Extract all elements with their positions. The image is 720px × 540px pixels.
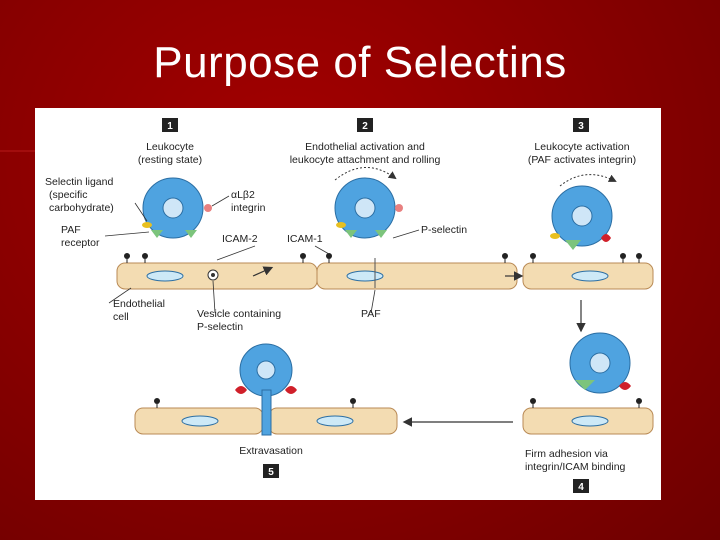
label-leukocyte-activation: Leukocyte activation xyxy=(534,141,629,153)
flow-arrows xyxy=(252,266,586,427)
pointer-lines xyxy=(104,195,420,314)
label-icam-1: ICAM-1 xyxy=(287,233,323,245)
label-p-selectin: P-selectin xyxy=(421,224,467,236)
label-resting-state: (resting state) xyxy=(138,154,202,166)
label-paf-bottom: PAF xyxy=(361,308,381,320)
step-number: 3 xyxy=(578,121,584,132)
leukocyte-extravasating xyxy=(235,343,297,436)
step-badge-2: 2 xyxy=(357,118,373,132)
surface-molecules xyxy=(124,253,642,408)
label-attachment-rolling: leukocyte attachment and rolling xyxy=(290,154,441,166)
label-specific: (specific xyxy=(49,189,88,201)
endothelial-layer-2 xyxy=(316,258,518,290)
label-carbohydrate: carbohydrate) xyxy=(49,202,114,214)
label-vesicle-containing: Vesicle containing xyxy=(197,308,281,320)
leukocyte-rolling xyxy=(334,167,403,239)
label-icam-2: ICAM-2 xyxy=(222,233,258,245)
endothelial-layer-5 xyxy=(134,407,398,435)
label-integrin-alpha-beta: αLβ2 xyxy=(231,189,255,201)
label-endothelial-activation: Endothelial activation and xyxy=(305,141,425,153)
leukocyte-firm-adhesion xyxy=(569,332,631,394)
label-leukocyte: Leukocyte xyxy=(146,141,194,153)
label-integrin: integrin xyxy=(231,202,266,214)
leukocyte-resting xyxy=(142,177,212,239)
label-extravasation: Extravasation xyxy=(239,445,303,457)
label-cell: cell xyxy=(113,311,129,323)
decorative-line xyxy=(0,150,40,152)
endothelial-layer-3 xyxy=(522,262,654,290)
step-badge-1: 1 xyxy=(162,118,178,132)
step-badge-3: 3 xyxy=(573,118,589,132)
figure-panel: 1 2 3 4 5 Leukocyte (resting state) Endo… xyxy=(35,108,661,500)
label-endothelial: Endothelial xyxy=(113,298,165,310)
step-badge-4: 4 xyxy=(573,479,589,493)
label-vesicle-p-selectin: P-selectin xyxy=(197,321,243,333)
step-number: 1 xyxy=(167,121,173,132)
selectin-diagram: 1 2 3 4 5 Leukocyte (resting state) Endo… xyxy=(45,118,654,493)
label-firm-adhesion: Firm adhesion via xyxy=(525,448,608,460)
label-integrin-icam-binding: integrin/ICAM binding xyxy=(525,461,626,473)
label-paf: PAF xyxy=(61,224,81,236)
leukocyte-activated xyxy=(550,174,617,250)
step-number: 5 xyxy=(268,467,274,478)
label-paf-activates-integrin: (PAF activates integrin) xyxy=(528,154,636,166)
step-number: 2 xyxy=(362,121,368,132)
label-receptor: receptor xyxy=(61,237,100,249)
step-number: 4 xyxy=(578,482,584,493)
label-selectin-ligand: Selectin ligand xyxy=(45,176,113,188)
slide-title: Purpose of Selectins xyxy=(153,38,567,87)
step-badge-5: 5 xyxy=(263,464,279,478)
endothelial-layer-4 xyxy=(522,407,654,435)
endothelial-layer-1 xyxy=(116,262,318,290)
